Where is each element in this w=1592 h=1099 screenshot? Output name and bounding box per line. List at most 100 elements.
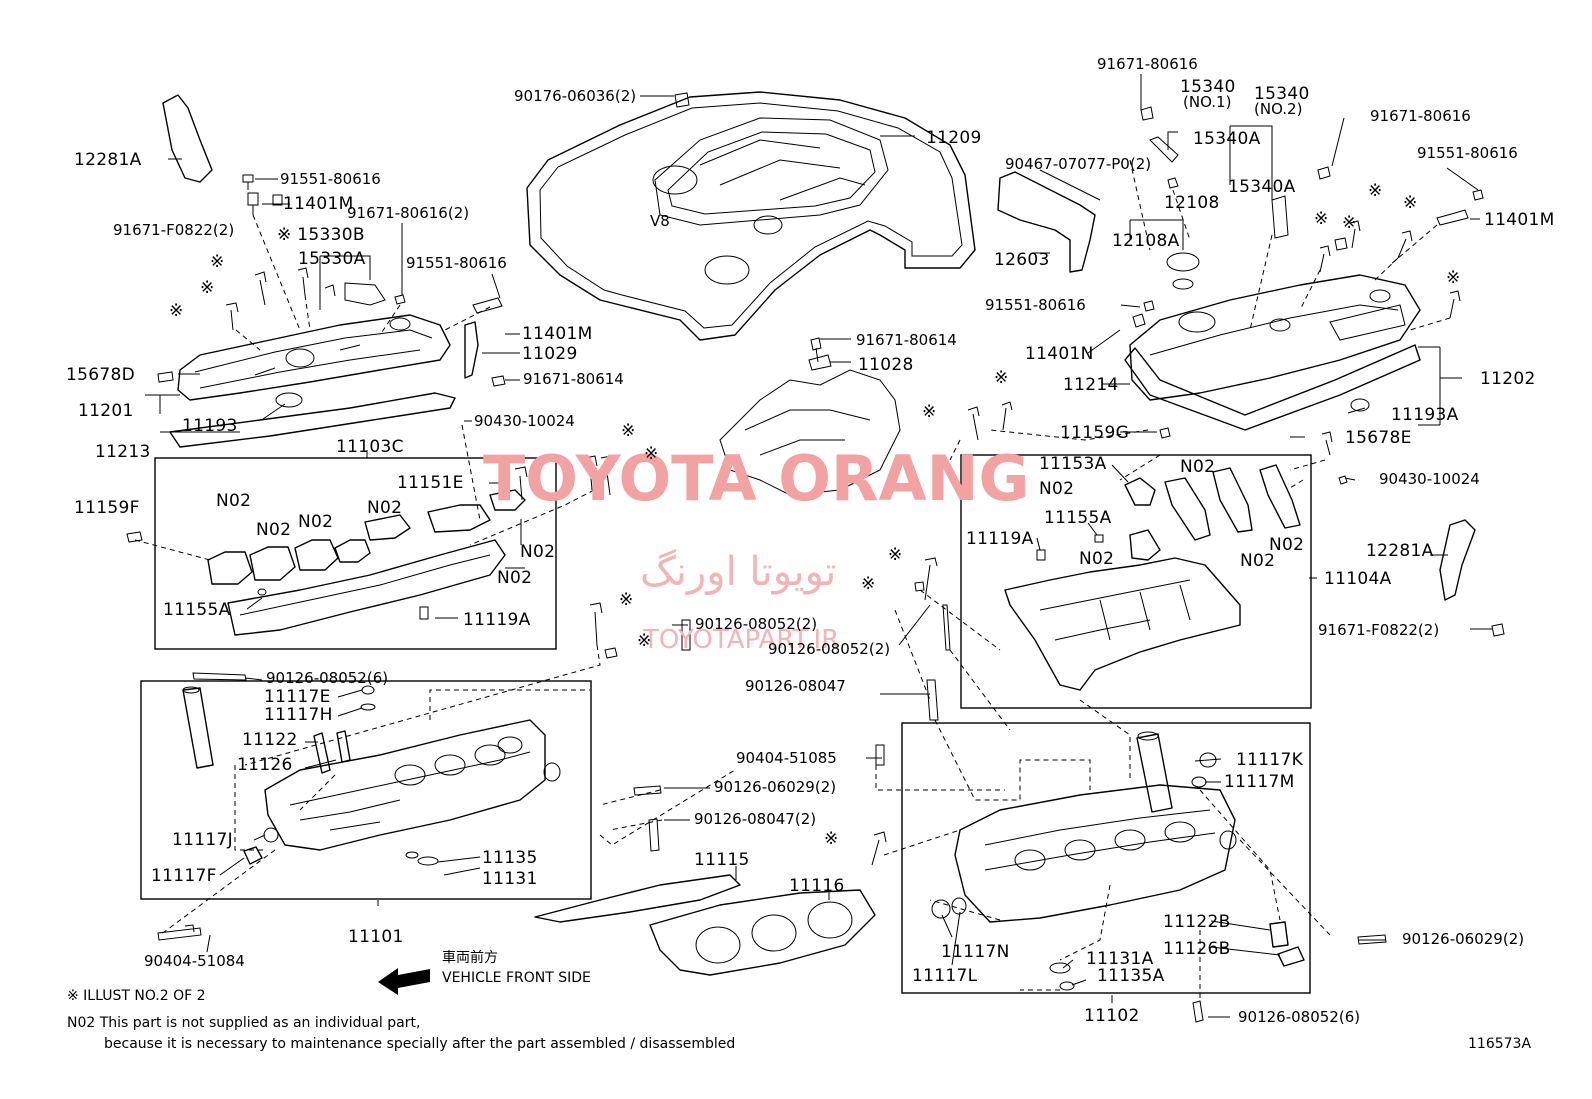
part-label: 90126-06029(2) xyxy=(714,778,836,796)
ref-mark: ※ xyxy=(994,368,1009,388)
part-label: 91551-80616 xyxy=(280,170,381,188)
box-cylinder-head-left xyxy=(140,680,592,900)
part-label: 11103C xyxy=(336,437,404,457)
bolts xyxy=(126,92,1505,1023)
ref-mark: ※ xyxy=(637,631,652,651)
bracket-11029 xyxy=(464,321,479,379)
part-label: 91551-80616 xyxy=(406,254,507,272)
part-label: 90430-10024 xyxy=(474,412,575,430)
ref-mark: ※ xyxy=(644,444,659,464)
part-label: 91671-80616 xyxy=(1370,107,1471,125)
part-label: 12108 xyxy=(1164,193,1220,213)
part-label: 11401M xyxy=(283,194,354,214)
part-label: 11028 xyxy=(858,355,914,375)
seal-11193A xyxy=(1350,398,1370,412)
part-label: 90126-08052(6) xyxy=(266,669,388,687)
cam-cover-11202 xyxy=(1124,274,1421,431)
part-label: 15330A xyxy=(298,249,366,269)
part-label: 12108A xyxy=(1112,231,1180,251)
bracket-12603 xyxy=(997,171,1096,273)
diagram-code: 116573A xyxy=(1468,1036,1531,1052)
ref-mark: ※ xyxy=(210,252,225,272)
ref-mark: ※ xyxy=(169,301,184,321)
gasket-11115 xyxy=(534,874,741,923)
bracket-12281A-right xyxy=(1439,519,1476,601)
cylinder-head-left xyxy=(182,685,561,866)
part-label: 11117M xyxy=(1224,772,1295,792)
part-label: 91671-80614 xyxy=(523,370,624,388)
part-label: 91671-80614 xyxy=(856,331,957,349)
part-label: 91671-80616 xyxy=(1097,55,1198,73)
part-label: 11104A xyxy=(1324,569,1392,589)
head-gasket-11116 xyxy=(649,889,876,976)
part-label: 11117E xyxy=(264,687,331,707)
part-label: 91671-F0822(2) xyxy=(113,221,234,239)
part-label: 11117L xyxy=(912,966,978,986)
n02-note-line1: N02 This part is not supplied as an indi… xyxy=(67,1015,420,1031)
part-label: 90430-10024 xyxy=(1379,470,1480,488)
gasket-11213 xyxy=(169,392,456,448)
ref-mark: ※ xyxy=(1403,193,1418,213)
box-cylinder-head-right xyxy=(901,722,1311,994)
part-label: 11213 xyxy=(95,442,151,462)
part-label: 11155A xyxy=(1044,508,1112,528)
part-label: 11122B xyxy=(1163,912,1231,932)
part-label: N02 xyxy=(497,568,532,588)
camshaft-housing-left xyxy=(207,489,526,636)
ref-mark: ※ xyxy=(1368,181,1383,201)
part-label: 11122 xyxy=(242,730,298,750)
part-label: N02 xyxy=(367,498,402,518)
part-label: N02 xyxy=(1180,457,1215,477)
bracket-12281A-left xyxy=(162,94,213,183)
part-label: 11401M xyxy=(1484,210,1555,230)
watermark-site: TOYOTAPART.IR xyxy=(642,625,839,655)
front-side-en: VEHICLE FRONT SIDE xyxy=(442,970,591,986)
part-label: 11159F xyxy=(74,498,140,518)
part-label: N02 xyxy=(1039,479,1074,499)
part-label: 11401M xyxy=(522,324,593,344)
part-label: 15340A xyxy=(1228,177,1296,197)
part-label: 11117N xyxy=(941,942,1010,962)
part-label: N02 xyxy=(1079,549,1114,569)
ref-mark: ※ xyxy=(621,421,636,441)
watermark-main: TOYOTA ORANG xyxy=(483,442,1029,515)
part-label: 11214 xyxy=(1063,375,1119,395)
part-label: 15678D xyxy=(66,365,135,385)
part-label: 11102 xyxy=(1084,1006,1140,1026)
part-label: 11135A xyxy=(1097,966,1165,986)
part-label: 11151E xyxy=(397,473,464,493)
part-label: 90126-08052(6) xyxy=(1238,1008,1360,1026)
v8-emblem: V8 xyxy=(650,212,670,230)
intake-plenum-sketch xyxy=(719,369,901,496)
part-label: 11193A xyxy=(1391,405,1459,425)
part-label: 11101 xyxy=(348,927,404,947)
part-label: 11131A xyxy=(1086,949,1154,969)
part-label: 90126-08052(2) xyxy=(695,615,817,633)
part-label: 90404-51085 xyxy=(736,749,837,767)
part-label: 11135 xyxy=(482,848,538,868)
part-label: ※ 15330B xyxy=(277,225,365,245)
dashed-lines xyxy=(134,159,1451,1000)
part-label: 90176-06036(2) xyxy=(514,87,636,105)
leader-lines xyxy=(145,74,1492,1018)
part-label: 11202 xyxy=(1480,369,1536,389)
part-label: 11401N xyxy=(1025,344,1094,364)
front-arrow-icon xyxy=(378,968,430,995)
cam-cover-11201 xyxy=(177,314,451,401)
engine-cover-11209: V8 xyxy=(526,91,976,341)
part-label: 11116 xyxy=(789,876,845,896)
part-label: 90467-07077-P0(2) xyxy=(1005,155,1151,173)
part-label: 11117H xyxy=(264,705,333,725)
ref-mark: ※ xyxy=(922,402,937,422)
ref-mark: ※ xyxy=(888,545,903,565)
part-label: 11115 xyxy=(694,850,750,870)
part-label: 11201 xyxy=(78,401,134,421)
part-label: (NO.2) xyxy=(1254,100,1302,118)
part-label: N02 xyxy=(256,520,291,540)
gasket-12108A xyxy=(1172,278,1194,290)
part-label: 11193 xyxy=(182,416,238,436)
front-side-jp: 車両前方 xyxy=(442,949,498,966)
part-label: N02 xyxy=(216,491,251,511)
part-label: 91671-80616(2) xyxy=(347,204,469,222)
